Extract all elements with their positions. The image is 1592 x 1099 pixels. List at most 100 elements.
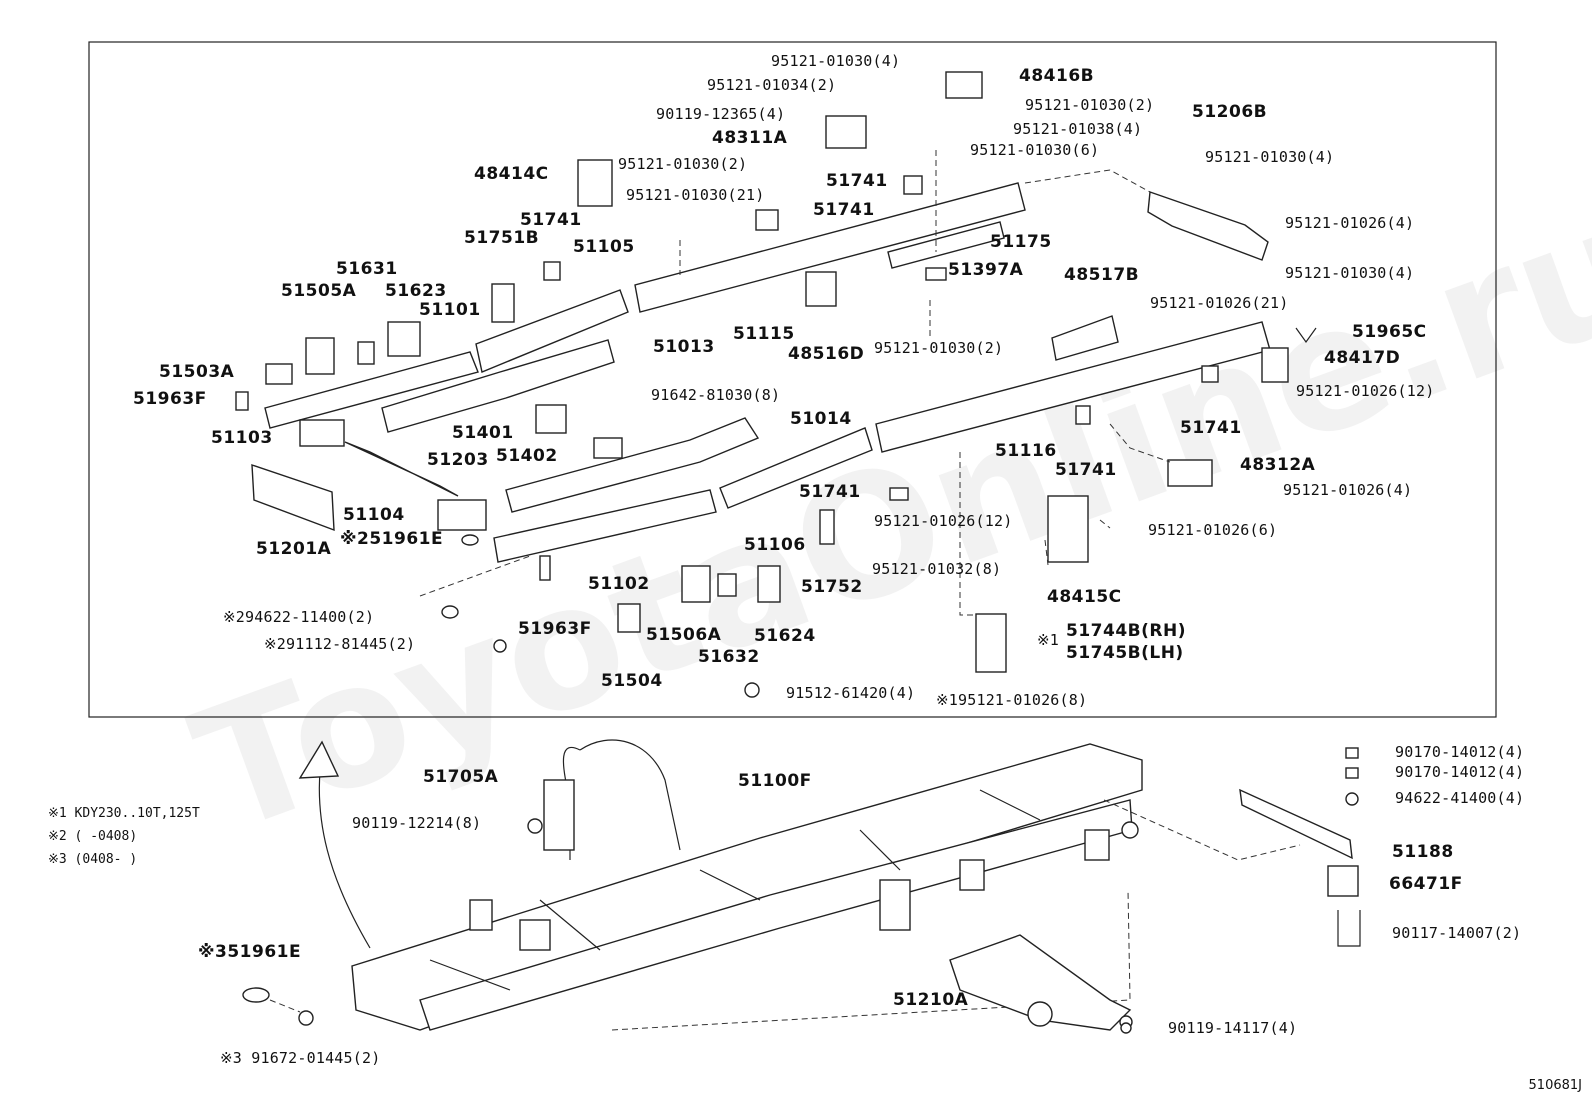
label-90119-12365-4: 90119-12365(4) (656, 105, 786, 123)
label-51963F-b: 51963F (518, 619, 592, 639)
crossmember-51206B (1147, 191, 1269, 261)
label-51623: 51623 (385, 281, 447, 301)
label-51203: 51203 (427, 450, 489, 470)
label-48312A: 48312A (1240, 455, 1316, 475)
note-1: ※1 KDY230..10T,125T (48, 806, 200, 821)
label-48311A: 48311A (712, 128, 788, 148)
label-51744B: 51744B(RH) (1066, 621, 1186, 641)
label-51116: 51116 (995, 441, 1057, 461)
label-48415C: 48415C (1047, 587, 1122, 607)
label-51506A: 51506A (646, 625, 722, 645)
label-51752: 51752 (801, 577, 863, 597)
label-95121-01026-12b: 95121-01026(12) (874, 512, 1013, 530)
label-95121-01034-2: 95121-01034(2) (707, 76, 837, 94)
label-95121-01026-4b: 95121-01026(4) (1283, 481, 1413, 499)
label-51961E-b: ※351961E (198, 942, 302, 962)
label-51741e: 51741 (1055, 460, 1117, 480)
label-51741d: 51741 (1180, 418, 1242, 438)
label-95121-01032-8: 95121-01032(8) (872, 560, 1002, 578)
label-48516D: 48516D (788, 344, 865, 364)
label-51744-mark: ※1 (1037, 631, 1059, 649)
label-95121-01030-2a: 95121-01030(2) (1025, 96, 1155, 114)
label-90119-12214-8: 90119-12214(8) (352, 814, 482, 832)
label-51100F: 51100F (738, 771, 812, 791)
label-95121-01030-4a: 95121-01030(4) (771, 52, 901, 70)
label-51101: 51101 (419, 300, 481, 320)
label-95121-01026-21: 95121-01026(21) (1150, 294, 1289, 312)
diagram-code: 510681J (1528, 1078, 1582, 1093)
label-51624: 51624 (754, 626, 816, 646)
label-51741a: 51741 (826, 171, 888, 191)
hardware-stack (1239, 747, 1361, 947)
label-51013: 51013 (653, 337, 715, 357)
label-94622-41400-4: 94622-41400(4) (1395, 789, 1525, 807)
rail-51105 (475, 289, 629, 373)
label-95121-01026-4a: 95121-01026(4) (1285, 214, 1415, 232)
label-94622-11400-2: ※294622-11400(2) (223, 608, 375, 626)
label-66471F: 66471F (1389, 874, 1463, 894)
label-48416B: 48416B (1019, 66, 1095, 86)
label-51961E-a: ※251961E (340, 529, 444, 549)
label-51201A: 51201A (256, 539, 332, 559)
label-51632: 51632 (698, 647, 760, 667)
label-51210A: 51210A (893, 990, 969, 1010)
label-51206B: 51206B (1192, 102, 1268, 122)
arrow-up (318, 751, 371, 949)
small-parts (235, 71, 1317, 698)
rail-51115 (634, 182, 1026, 313)
label-95121-01038-4: 95121-01038(4) (1013, 120, 1143, 138)
bracket-51175 (887, 221, 1005, 269)
label-48417D: 48417D (1324, 348, 1401, 368)
label-51105: 51105 (573, 237, 635, 257)
label-90170-14012-4b: 90170-14012(4) (1395, 763, 1525, 781)
dashed-leaders (419, 150, 1171, 616)
label-51741b: 51741 (813, 200, 875, 220)
label-95121-01026-6: 95121-01026(6) (1148, 521, 1278, 539)
label-51751B: 51751B (464, 228, 540, 248)
exploded-view-border (88, 41, 1497, 718)
label-51963F-a: 51963F (133, 389, 207, 409)
label-91512-61420-4: 91512-61420(4) (786, 684, 916, 702)
rail-51106 (719, 427, 873, 509)
label-90119-14117-4: 90119-14117(4) (1168, 1019, 1298, 1037)
label-51705A: 51705A (423, 767, 499, 787)
crossmember-51201A (251, 464, 335, 532)
label-95121-01030-4c: 95121-01030(4) (1285, 264, 1415, 282)
label-95121-01030-2c: 95121-01030(2) (874, 339, 1004, 357)
label-51175: 51175 (990, 232, 1052, 252)
label-51504: 51504 (601, 671, 663, 691)
label-91112-81445-2: ※291112-81445(2) (264, 635, 416, 653)
crossmember-51210A (949, 934, 1133, 1031)
label-51397A: 51397A (948, 260, 1024, 280)
label-90117-14007-2: 90117-14007(2) (1392, 924, 1522, 942)
label-95121-01026-8: ※195121-01026(8) (936, 691, 1088, 709)
label-51503A: 51503A (159, 362, 235, 382)
label-51103: 51103 (211, 428, 273, 448)
note-2: ※2 ( -0408) (48, 829, 138, 844)
label-51106: 51106 (744, 535, 806, 555)
rail-51102 (493, 489, 717, 563)
rail-51101 (264, 351, 479, 429)
label-51631: 51631 (336, 259, 398, 279)
label-51115: 51115 (733, 324, 795, 344)
label-51965C: 51965C (1352, 322, 1427, 342)
label-51014: 51014 (790, 409, 852, 429)
crossmember-51203 (344, 441, 459, 497)
label-95121-01026-12a: 95121-01026(12) (1296, 382, 1435, 400)
label-51402: 51402 (496, 446, 558, 466)
label-95121-01030-2b: 95121-01030(2) (618, 155, 748, 173)
label-91642-81030-8: 91642-81030(8) (651, 386, 781, 404)
label-51505A: 51505A (281, 281, 357, 301)
label-90170-14012-4a: 90170-14012(4) (1395, 743, 1525, 761)
bracket-48517B (1051, 315, 1119, 361)
label-51188: 51188 (1392, 842, 1454, 862)
label-51102: 51102 (588, 574, 650, 594)
label-95121-01030-4b: 95121-01030(4) (1205, 148, 1335, 166)
label-48517B: 48517B (1064, 265, 1140, 285)
label-91672-01445-2: ※3 91672-01445(2) (220, 1049, 381, 1067)
rail-51013 (381, 339, 615, 433)
label-95121-01030-6: 95121-01030(6) (970, 141, 1100, 159)
label-51745B: 51745B(LH) (1066, 643, 1184, 663)
label-51741c: 51741 (520, 210, 582, 230)
note-3: ※3 (0408- ) (48, 852, 138, 867)
